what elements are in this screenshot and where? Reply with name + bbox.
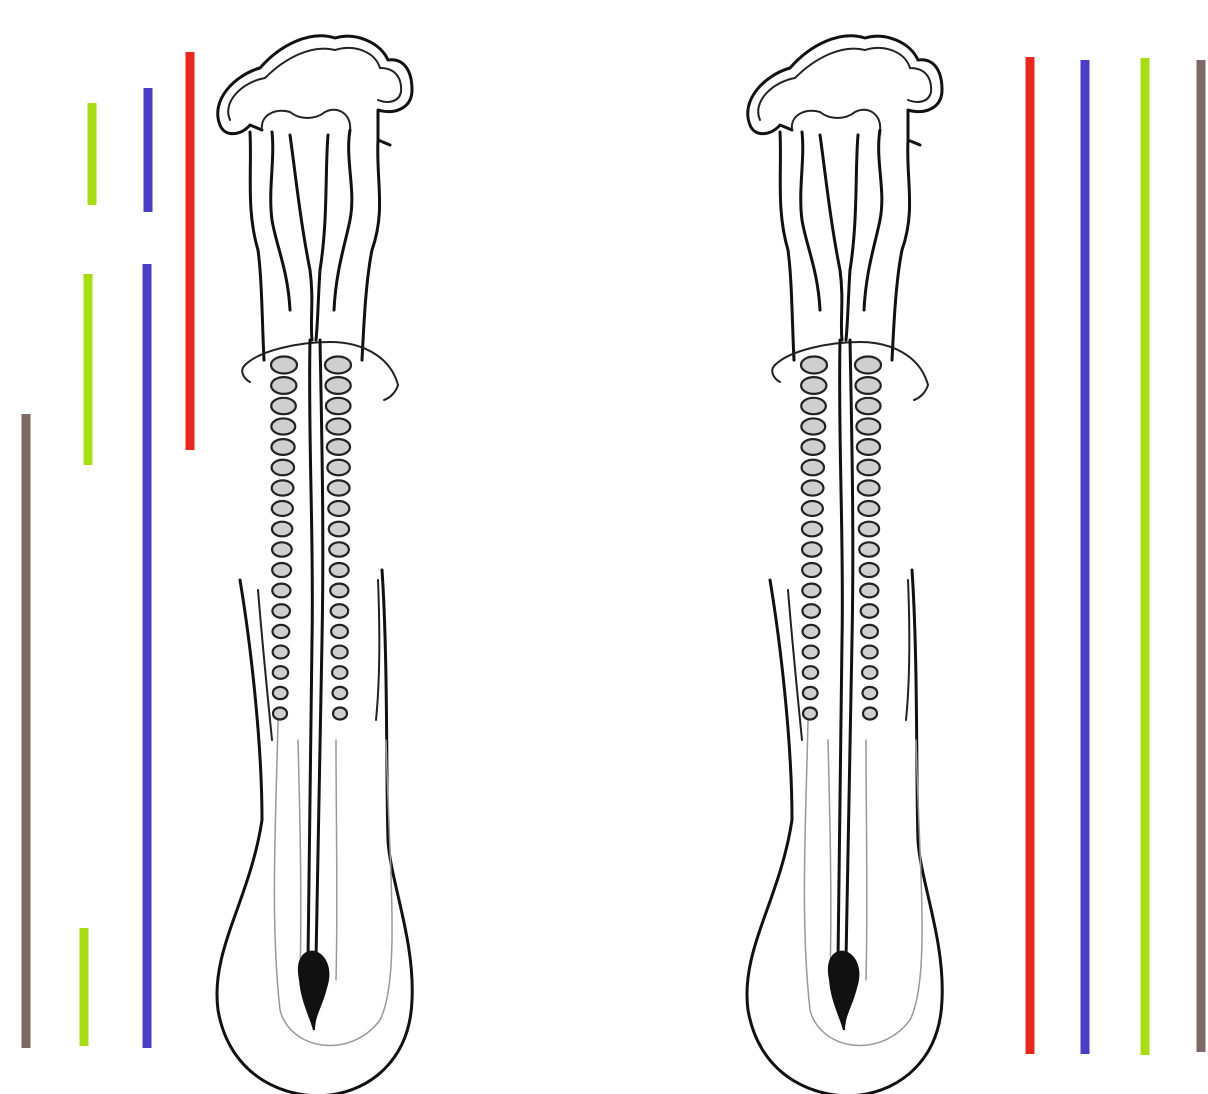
embryo-left bbox=[217, 36, 412, 1094]
embryo-right bbox=[747, 36, 942, 1094]
embryo-figure bbox=[747, 36, 942, 1094]
expression-bars bbox=[26, 52, 1201, 1055]
embryo-figure bbox=[217, 36, 412, 1094]
